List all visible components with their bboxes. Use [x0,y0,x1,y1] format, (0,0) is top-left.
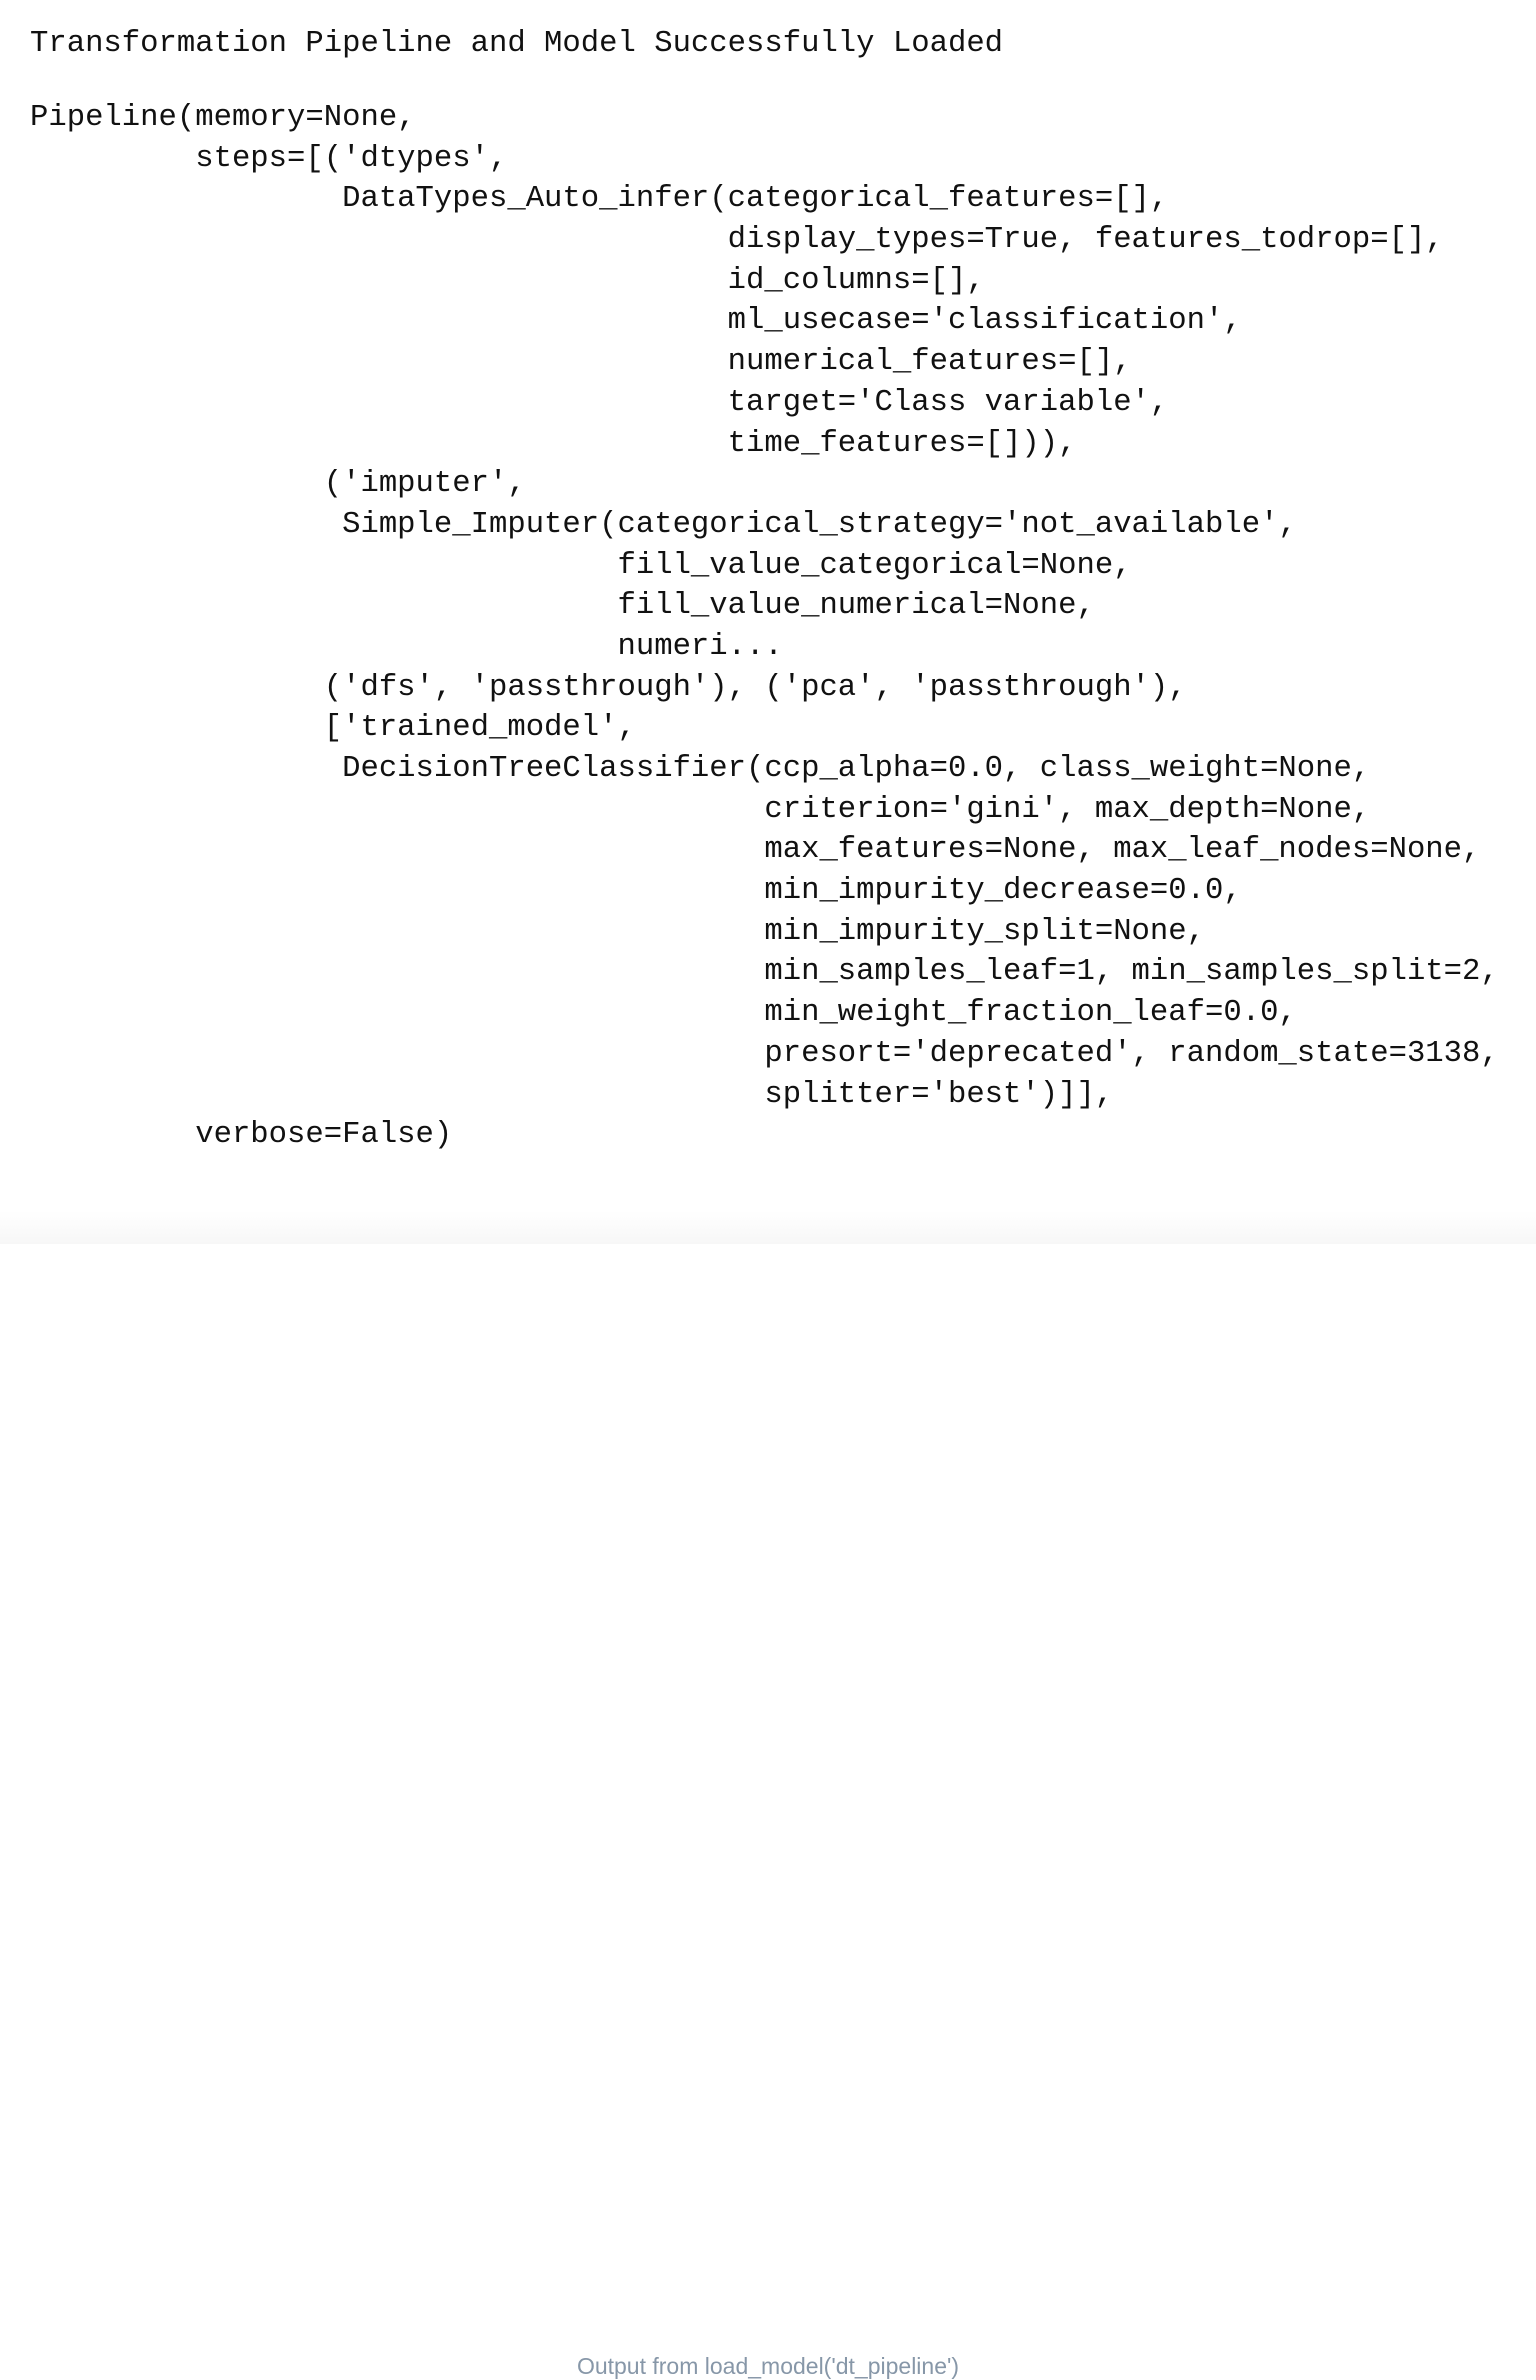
code-line: numeri... [30,629,783,664]
code-line: steps=[('dtypes', [30,141,508,176]
code-line: DecisionTreeClassifier(ccp_alpha=0.0, cl… [30,752,1371,786]
code-line: DataTypes_Auto_infer(categorical_feature… [30,182,1169,217]
code-line: fill_value_categorical=None, [30,548,1132,583]
code-line: target='Class variable', [30,385,1169,420]
code-line: min_impurity_decrease=0.0, [30,874,1242,909]
code-line: ('dfs', 'passthrough'), ('pca', 'passthr… [30,670,1187,705]
figure-caption: Output from load_model('dt_pipeline') [576,2353,960,2379]
code-line: ml_usecase='classification', [30,304,1242,339]
code-line: Pipeline(memory=None, [30,101,416,135]
code-line: numerical_features=[], [30,345,1132,380]
output-title: Transformation Pipeline and Model Succes… [30,27,1004,61]
code-line: ['trained_model', [30,711,636,746]
caption-area: Output from load_model('dt_pipeline') [0,1170,1536,2379]
code-line: time_features=[])), [30,426,1077,461]
code-line: min_weight_fraction_leaf=0.0, [30,996,1297,1031]
code-line: criterion='gini', max_depth=None, [30,792,1371,827]
code-line: display_types=True, features_todrop=[], [30,223,1444,258]
code-line: id_columns=[], [30,263,985,298]
code-line: presort='deprecated', random_state=3138, [30,1036,1499,1071]
pipeline-output: Pipeline(memory=None, steps=[('dtypes', … [30,98,1499,1156]
code-line: Simple_Imputer(categorical_strategy='not… [30,507,1297,542]
code-line: max_features=None, max_leaf_nodes=None, [30,833,1481,868]
code-line: min_impurity_split=None, [30,914,1205,949]
code-line: ('imputer', [30,467,526,502]
code-line: verbose=False) [30,1118,453,1153]
code-line: fill_value_numerical=None, [30,589,1095,624]
code-line: min_samples_leaf=1, min_samples_split=2, [30,955,1499,990]
code-line: splitter='best')]], [30,1077,1114,1112]
